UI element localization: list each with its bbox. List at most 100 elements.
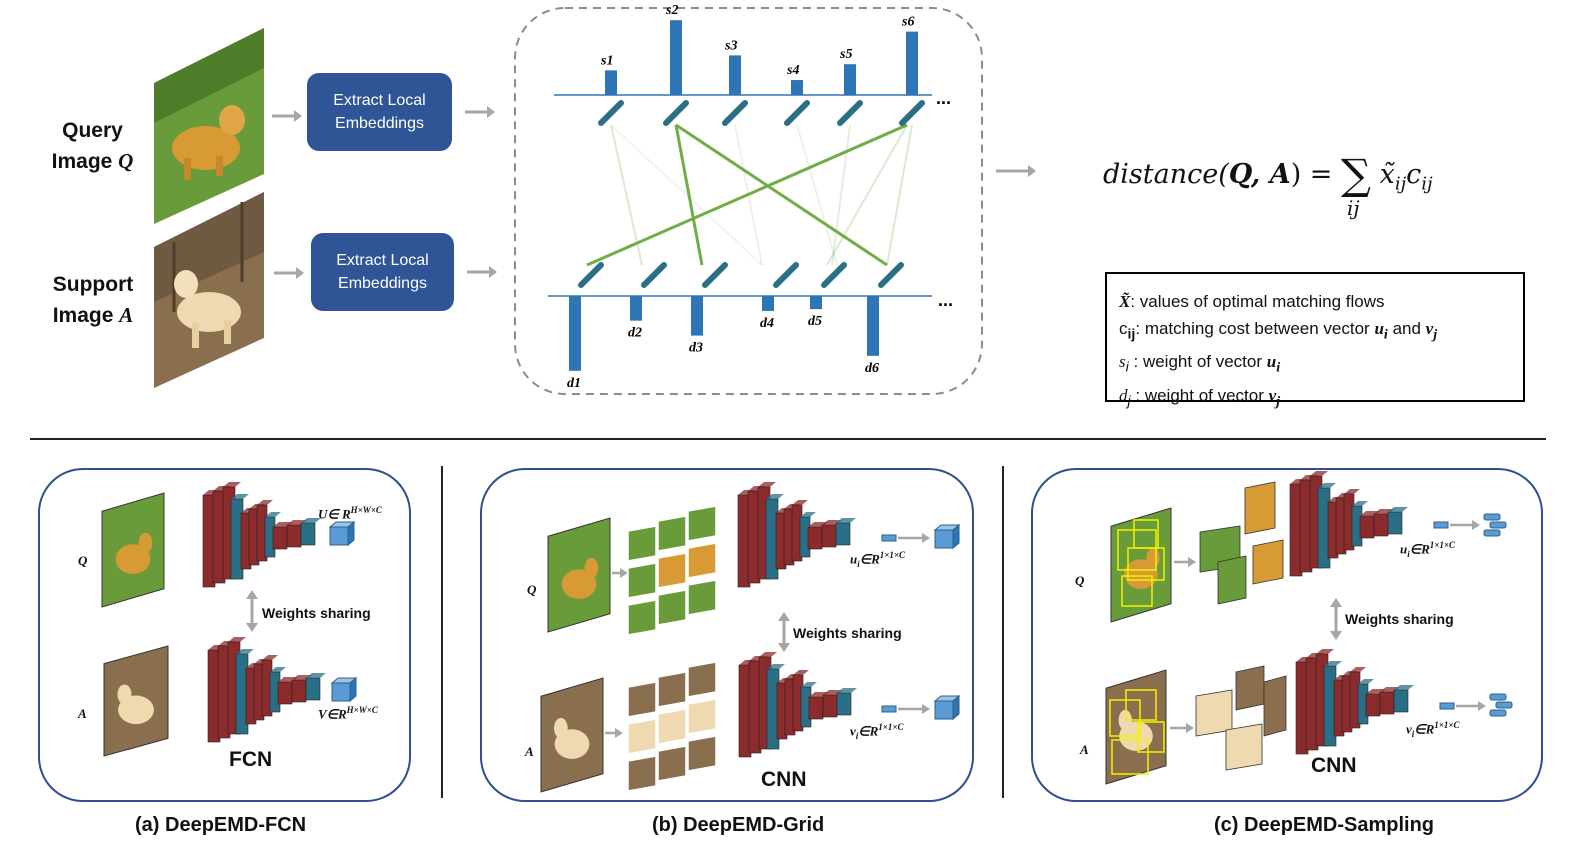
panel-b-support-image — [540, 677, 604, 793]
panel-a-support-image — [103, 645, 169, 757]
supplier-vector-4 — [784, 100, 810, 126]
demander-bar-4 — [762, 296, 774, 311]
demander-bar-2 — [630, 296, 642, 321]
supplier-bar-2 — [670, 20, 682, 96]
legend-line-d: dj : weight of vector vj — [1119, 385, 1281, 410]
panel-c-feature-stack-a — [1489, 693, 1513, 717]
demander-vector-1 — [578, 262, 604, 288]
demander-vector-4 — [773, 262, 799, 288]
panel-c-patch-q — [1252, 539, 1284, 585]
panel-deepemd-fcn — [38, 468, 411, 802]
panel-c-vector-q — [1433, 521, 1449, 529]
panel-b-grid-cell-a — [627, 718, 657, 755]
demander-bar-3 — [691, 296, 703, 336]
demander-label-4: d4 — [760, 316, 774, 331]
panel-c-sample-arrow-q — [1174, 557, 1196, 567]
panel-c-q-label: Q — [1075, 573, 1085, 588]
ellipsis-top: ... — [936, 88, 951, 108]
supplier-bar-1 — [605, 70, 617, 95]
panel-deepemd-sampling — [1031, 468, 1543, 802]
demander-vector-5 — [821, 262, 847, 288]
panel-b-grid-cell-q — [627, 525, 657, 562]
panel-c-q-dim: ui∈R1×1×C — [1400, 540, 1456, 559]
panel-c-sample-box-q — [1133, 519, 1159, 549]
panel-divider-2 — [1002, 466, 1004, 798]
panel-divider-1 — [441, 466, 443, 798]
supplier-vector-5 — [837, 100, 863, 126]
arrow-emd-to-distance — [996, 165, 1036, 177]
panel-c-patch-q — [1217, 555, 1247, 605]
supplier-label-4: s4 — [786, 63, 799, 78]
panel-c-patch-a — [1263, 675, 1287, 737]
panel-b-grid-cell-a — [687, 735, 717, 772]
panel-b-net-label: CNN — [761, 768, 807, 791]
panel-b-grid-cell-q — [657, 552, 687, 589]
supplier-bar-4 — [791, 80, 803, 95]
panel-b-feature-stack-a — [933, 694, 961, 721]
supplier-label-6: s6 — [901, 15, 914, 30]
panel-b-out-arrow-q — [898, 533, 930, 543]
arrow-extract-to-emd-2 — [467, 266, 497, 278]
panel-b-feature-stack-q — [933, 523, 961, 550]
panel-c-out-arrow-a — [1456, 701, 1486, 711]
supplier-label-2: s2 — [665, 3, 678, 18]
panel-b-grid-cell-q — [627, 599, 657, 636]
supplier-bar-5 — [844, 64, 856, 95]
panel-c-patch-a — [1235, 665, 1265, 711]
panel-a-net-label: FCN — [229, 748, 273, 771]
demander-label-5: d5 — [808, 314, 822, 329]
demander-vector-2 — [641, 262, 667, 288]
flow-line-8 — [831, 124, 851, 266]
panel-c-patch-a — [1225, 723, 1263, 771]
demander-bar-6 — [867, 296, 879, 356]
panel-c-cnn-network-q — [1289, 471, 1408, 577]
support-image-label: Support Image A — [52, 273, 134, 327]
panel-c-sample-box-a — [1111, 739, 1149, 775]
flow-line-7 — [796, 124, 838, 266]
demander-label-2: d2 — [628, 326, 642, 341]
panel-a-a-label: A — [78, 706, 87, 721]
panel-b-grid-cell-q — [687, 505, 717, 542]
panel-c-sample-arrow-a — [1170, 723, 1194, 733]
demander-vector-3 — [702, 262, 728, 288]
panel-b-cnn-network-a — [738, 652, 857, 758]
panel-b-grid-cell-a — [627, 755, 657, 792]
section-divider — [30, 438, 1546, 440]
panel-b-grid-cell-q — [657, 589, 687, 626]
demander-vector-6 — [878, 262, 904, 288]
panel-b-grid-arrow-q — [612, 568, 628, 578]
panel-a-a-dim: V∈RH×W×C — [318, 705, 378, 722]
panel-c-a-dim: vi∈R1×1×C — [1406, 720, 1460, 739]
demander-bar-5 — [810, 296, 822, 310]
panel-b-grid-cell-q — [687, 579, 717, 616]
panel-a-weights-arrow — [246, 590, 258, 632]
panel-c-vector-a — [1439, 702, 1455, 710]
caption-deepemd-fcn: (a) DeepEMD-FCN — [135, 814, 307, 836]
panels-graphics — [101, 471, 1513, 793]
flow-line-9 — [886, 124, 913, 266]
panel-b-grid-cell-q — [627, 562, 657, 599]
supplier-vector-6 — [899, 100, 925, 126]
panel-b-query-image — [547, 517, 611, 633]
panel-b-grid-cell-q — [687, 542, 717, 579]
ellipsis-bottom: ... — [938, 290, 953, 310]
panel-b-grid-cell-a — [687, 661, 717, 698]
panel-c-weights-arrow — [1330, 598, 1342, 640]
flow-line-6 — [734, 124, 763, 266]
panel-a-fcn-network-a — [207, 637, 326, 743]
flow-line-10 — [826, 124, 908, 266]
supplier-vector-1 — [598, 100, 624, 126]
panel-c-support-image — [1105, 669, 1167, 785]
legend-line-cost: cij: matching cost between vector ui and… — [1119, 319, 1438, 343]
arrow-query-to-extract — [272, 110, 302, 122]
panel-c-sample-box-q — [1117, 529, 1157, 571]
panel-b-grid-cell-a — [657, 745, 687, 782]
supplier-bar-6 — [906, 31, 918, 95]
panel-c-out-arrow-q — [1450, 520, 1480, 530]
panel-c-query-image — [1110, 507, 1172, 623]
distance-formula: distance(Q, A) = ∑ ij x̃ijcij — [1103, 150, 1433, 220]
flow-line-2 — [675, 123, 888, 267]
supplier-vector-2 — [663, 100, 689, 126]
panel-a-feature-map-q — [328, 520, 356, 547]
